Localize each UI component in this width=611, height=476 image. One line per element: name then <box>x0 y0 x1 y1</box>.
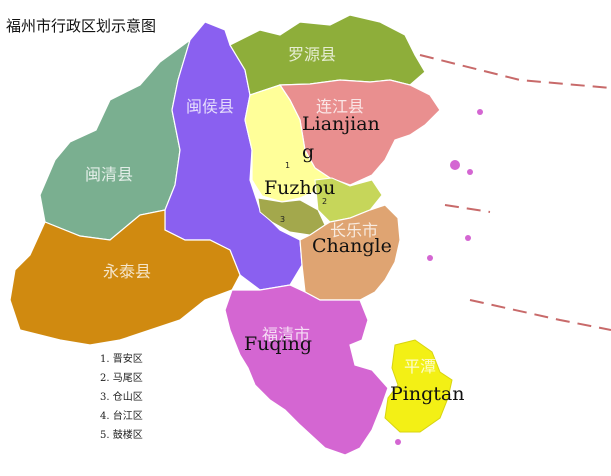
island <box>465 235 471 241</box>
island <box>395 439 401 445</box>
region-fuqing <box>224 284 389 456</box>
district-legend: 1. 晋安区 2. 马尾区 3. 仓山区 4. 台江区 5. 鼓楼区 <box>100 350 143 445</box>
label-en-fuzhou: Fuzhou <box>264 177 335 199</box>
legend-item: 4. 台江区 <box>100 411 143 422</box>
island <box>427 255 433 261</box>
sea-boundary-north <box>419 54 611 89</box>
label-en-lianjiang-line2: g <box>302 141 314 163</box>
island <box>467 169 473 175</box>
label-en-fuqing: Fuqing <box>244 333 312 355</box>
map-title: 福州市行政区划示意图 <box>6 17 157 35</box>
label-cn-yongtai: 永泰县 <box>103 262 151 281</box>
sea-boundary-south <box>469 299 611 331</box>
label-cn-minqing: 闽清县 <box>85 165 133 184</box>
island <box>450 160 460 170</box>
district-mawei <box>314 177 383 223</box>
island <box>477 109 483 115</box>
district-number-2: 2 <box>322 197 327 206</box>
label-cn-luoyuan: 罗源县 <box>288 45 336 64</box>
label-en-changle: Changle <box>312 235 392 257</box>
district-number-3: 3 <box>280 215 285 224</box>
legend-item: 3. 仓山区 <box>100 392 143 403</box>
region-yongtai <box>9 209 241 346</box>
label-cn-minhou: 闽侯县 <box>186 97 234 116</box>
label-en-pingtan: Pingtan <box>390 383 464 405</box>
label-en-lianjiang-line1: Lianjian <box>302 113 380 135</box>
label-cn-lianjiang: 连江县 <box>316 97 364 116</box>
legend-item: 1. 晋安区 <box>100 354 143 365</box>
label-cn-pingtan: 平潭 <box>404 357 436 376</box>
region-pingtan <box>384 339 453 433</box>
legend-item: 2. 马尾区 <box>100 373 143 384</box>
sea-boundary-middle <box>444 204 491 213</box>
small-islands <box>395 109 483 445</box>
region-changle <box>299 204 401 301</box>
label-en-lianjiang: Lianjian g <box>302 113 386 163</box>
label-cn-changle: 长乐市 <box>330 221 378 240</box>
legend-item: 5. 鼓楼区 <box>100 430 143 441</box>
district-number-1: 1 <box>285 161 290 170</box>
label-cn-fuqing: 福清市 <box>262 325 310 344</box>
sea-boundary-lines <box>419 54 611 331</box>
